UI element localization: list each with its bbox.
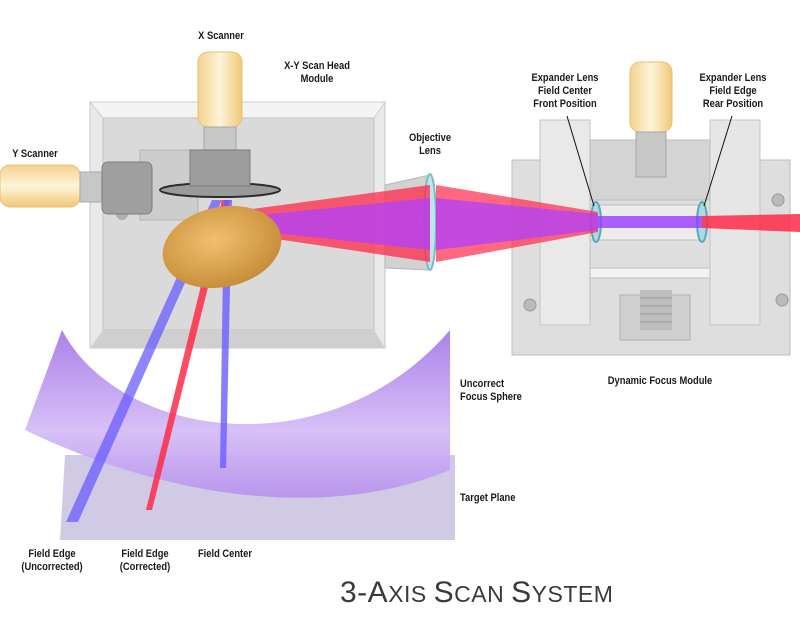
label-field-edge-cor-line2: (Corrected): [119, 561, 171, 573]
label-uncorrect-line2: Focus Sphere: [460, 391, 522, 403]
label-y-scanner-text: Y Scanner: [12, 148, 58, 160]
dynamic-focus-module: [511, 119, 791, 356]
label-field-edge-unc-line1: Field Edge: [28, 548, 76, 560]
label-expander-front-line3: Front Position: [533, 98, 597, 110]
title-small-2: CAN: [454, 581, 512, 607]
y-scanner: [0, 161, 153, 215]
label-expander-front-line1: Expander Lens: [531, 72, 599, 84]
label-target-plane-text: Target Plane: [460, 492, 516, 504]
label-expander-front-line2: Field Center: [537, 85, 593, 97]
label-uncorrect-focus-sphere: Uncorrect Focus Sphere: [460, 378, 537, 404]
label-expander-rear-line2: Field Edge: [709, 85, 757, 97]
diagram-title: 3-AXIS SCAN SYSTEM: [340, 576, 613, 610]
beam-red-out: [702, 214, 800, 232]
label-expander-rear: Expander Lens Field Edge Rear Position: [696, 72, 769, 111]
label-x-scanner: X Scanner: [195, 30, 248, 43]
leader-lines: [566, 115, 733, 207]
label-y-scanner: Y Scanner: [10, 148, 61, 161]
label-field-center-text: Field Center: [197, 548, 253, 560]
label-expander-rear-line1: Expander Lens: [699, 72, 767, 84]
focus-sphere: [25, 330, 450, 498]
label-field-edge-corrected: Field Edge (Corrected): [114, 548, 177, 574]
label-x-scanner-text: X Scanner: [198, 30, 244, 42]
title-cap-1: 3-A: [340, 576, 389, 609]
label-expander-front: Expander Lens Field Center Front Positio…: [528, 72, 601, 111]
beam-violet-converge: [436, 198, 598, 250]
label-objective-lens: Objective Lens: [403, 132, 457, 158]
label-field-edge-unc-line2: (Uncorrected): [21, 561, 83, 573]
label-dynamic-focus: Dynamic Focus Module: [601, 375, 720, 388]
title-cap-3: S: [511, 576, 532, 609]
label-field-center: Field Center: [195, 548, 255, 561]
title-small-1: XIS: [388, 581, 434, 607]
label-dynamic-focus-text: Dynamic Focus Module: [607, 375, 713, 387]
focus-scanner: [629, 61, 673, 178]
label-expander-rear-line3: Rear Position: [702, 98, 764, 110]
label-objective-line2: Lens: [419, 145, 441, 157]
y-mirror: [162, 205, 282, 289]
title-cap-2: S: [433, 576, 455, 609]
label-field-edge-uncorrected: Field Edge (Uncorrected): [18, 548, 86, 574]
label-objective-line1: Objective: [408, 132, 452, 144]
label-target-plane: Target Plane: [460, 492, 537, 505]
beam-violet-horizontal: [230, 198, 430, 250]
label-xy-scan-head: X-Y Scan Head Module: [270, 60, 364, 86]
label-xy-scan-head-line2: Module: [300, 73, 334, 85]
title-small-3: YSTEM: [531, 581, 614, 607]
focus-screw: [640, 290, 672, 330]
label-xy-scan-head-line1: X-Y Scan Head: [284, 60, 350, 72]
label-field-edge-cor-line1: Field Edge: [121, 548, 169, 560]
x-scanner: [189, 51, 251, 187]
label-uncorrect-line1: Uncorrect: [460, 378, 505, 390]
beam-violet-through: [598, 216, 702, 228]
